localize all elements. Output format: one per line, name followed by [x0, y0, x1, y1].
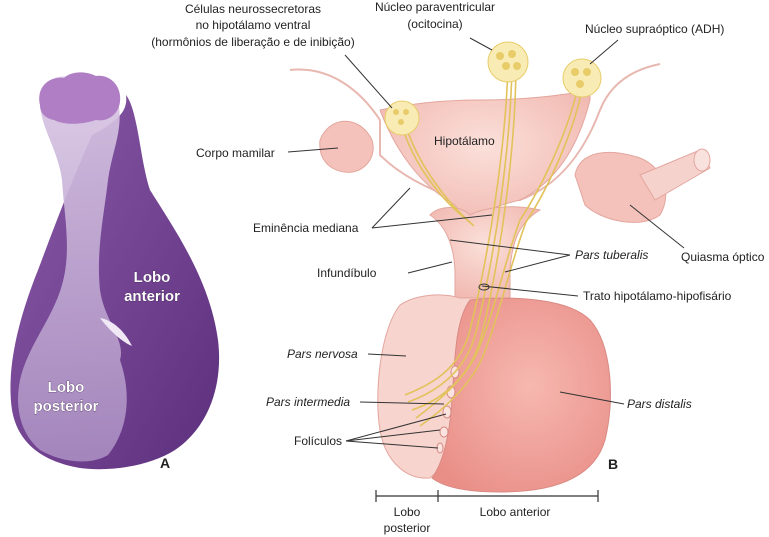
leader-median-eminence-a: [371, 187, 411, 229]
panel-letter-b: B: [608, 456, 618, 472]
scale-label-posterior-line2: posterior: [384, 521, 431, 535]
leader-optic-chiasm: [629, 204, 685, 249]
supraoptic-nucleus: [562, 58, 602, 98]
pars-distalis-shape: [431, 297, 611, 493]
leader-follicles-a: [345, 413, 447, 442]
leader-paraventricular: [469, 37, 493, 51]
label-pars-intermedia: Pars intermedia: [266, 395, 350, 409]
label-supraoptic: Núcleo supraóptico (ADH): [585, 22, 724, 36]
hypothalamic-stalk-tissue: [39, 72, 121, 124]
leader-follicles-b: [345, 429, 441, 442]
leader-infundibulum: [407, 261, 453, 274]
hypothalamus-body: [379, 89, 591, 232]
label-pars-nervosa: Pars nervosa: [287, 347, 358, 361]
label-tract: Trato hipotálamo-hipofisário: [583, 289, 732, 303]
infundibulum-shape: [429, 206, 542, 301]
label-mammillary-body: Corpo mamilar: [196, 146, 275, 160]
mammillary-body-shape: [319, 120, 374, 173]
leader-pars-tuberalis-a: [449, 239, 571, 256]
leader-pars-distalis: [559, 391, 625, 405]
label-infundibulum: Infundíbulo: [317, 266, 377, 280]
optic-nerve-end: [693, 148, 711, 172]
panel-letter-a: A: [160, 455, 170, 471]
leader-pars-intermedia: [359, 401, 445, 405]
label-neurosecretory-line3: (hormônios de liberação e de inibição): [151, 35, 354, 49]
label-posterior-lobe-line2: posterior: [33, 398, 98, 415]
lobe-scale-bracket: [375, 490, 599, 502]
paraventricular-nucleus: [487, 41, 529, 83]
optic-nerve: [639, 149, 711, 201]
scale-label-posterior-line1: Lobo: [394, 505, 421, 519]
neurosecretory-cells-nucleus: [384, 100, 420, 136]
scale-label-anterior: Lobo anterior: [480, 505, 551, 519]
label-median-eminence: Eminência mediana: [253, 221, 359, 235]
label-pars-tuberalis: Pars tuberalis: [575, 248, 648, 262]
leader-tract: [481, 285, 579, 297]
tract-marker: [478, 283, 490, 291]
leader-median-eminence-b: [371, 214, 493, 229]
label-anterior-lobe-line1: Lobo: [134, 269, 171, 286]
label-optic-chiasm: Quiasma óptico: [681, 250, 765, 264]
label-anterior-lobe-line2: anterior: [124, 288, 180, 305]
label-paraventricular-line2: (ocitocina): [407, 17, 462, 31]
leader-pars-tuberalis-b: [504, 254, 571, 273]
label-neurosecretory-line2: no hipotálamo ventral: [196, 18, 311, 32]
leader-neurosecretory: [344, 54, 393, 109]
schematic-panel: Células neurossecretoras no hipotálamo v…: [151, 0, 764, 535]
leader-follicles-c: [345, 440, 439, 449]
leader-mammillary: [287, 147, 339, 153]
label-posterior-lobe-line1: Lobo: [48, 379, 85, 396]
leader-supraoptic: [589, 39, 619, 65]
label-pars-distalis: Pars distalis: [627, 397, 692, 411]
posterior-lobe-tissue: [18, 74, 127, 462]
label-hypothalamus: Hipotálamo: [434, 134, 495, 148]
histology-cleft: [100, 318, 132, 346]
nerve-fibers: [399, 67, 585, 427]
leader-pars-nervosa: [367, 353, 407, 357]
label-neurosecretory-line1: Células neurossecretoras: [185, 2, 321, 16]
histology-panel: Lobo anterior Lobo posterior A: [10, 72, 220, 471]
label-follicles: Folículos: [294, 434, 342, 448]
label-paraventricular-line1: Núcleo paraventricular: [375, 0, 495, 14]
